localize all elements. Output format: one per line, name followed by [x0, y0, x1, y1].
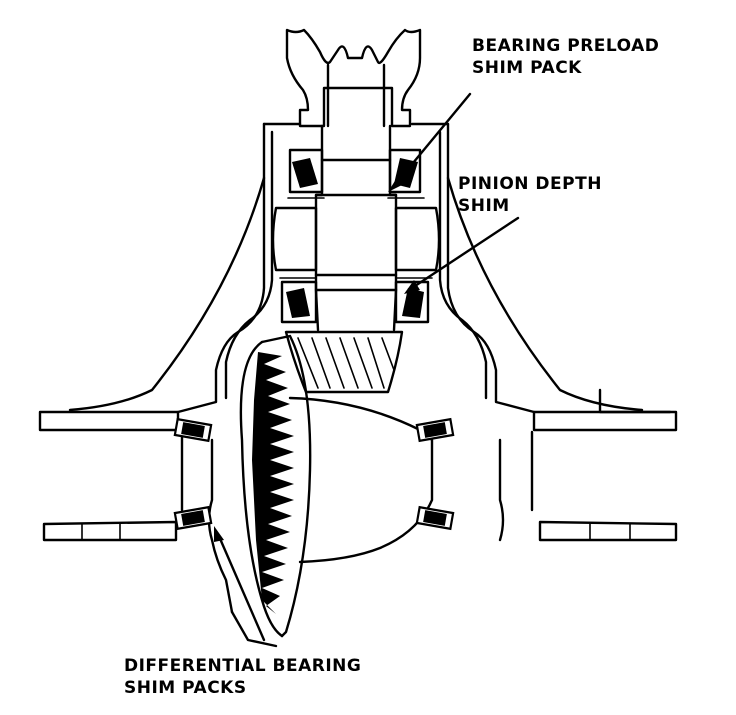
pinion-gear	[284, 330, 404, 394]
label-bearing-preload-line1: BEARING PRELOAD	[472, 36, 660, 56]
leader-differential-bearing	[216, 532, 266, 642]
collapsible-spacer	[271, 206, 441, 272]
arrowhead-bearing-preload	[388, 176, 404, 192]
leader-pinion-depth	[410, 216, 520, 290]
pinion-shaft	[314, 124, 398, 332]
carrier-housing	[38, 122, 678, 432]
differential-bearings	[173, 417, 455, 531]
leader-bearing-preload	[392, 92, 472, 188]
label-pinion-depth-line2: SHIM	[458, 196, 510, 216]
ring-gear	[239, 334, 312, 638]
label-differential-bearing-line2: SHIM PACKS	[124, 678, 247, 698]
label-pinion-depth-line1: PINION DEPTH	[458, 174, 602, 194]
label-pinion-depth: PINION DEPTH SHIM	[458, 173, 602, 217]
label-bearing-preload-line2: SHIM PACK	[472, 58, 582, 78]
label-bearing-preload: BEARING PRELOAD SHIM PACK	[472, 35, 659, 79]
axle-flanges	[42, 520, 678, 542]
pinion-yoke	[285, 28, 422, 128]
leader-lines	[214, 92, 520, 642]
lower-pinion-bearing	[279, 277, 433, 324]
label-differential-bearing-line1: DIFFERENTIAL BEARING	[124, 656, 362, 676]
arrowhead-differential-bearing	[214, 526, 224, 542]
label-differential-bearing: DIFFERENTIAL BEARING SHIM PACKS	[124, 655, 361, 699]
differential-case	[180, 396, 534, 648]
arrowhead-pinion-depth	[404, 280, 420, 294]
